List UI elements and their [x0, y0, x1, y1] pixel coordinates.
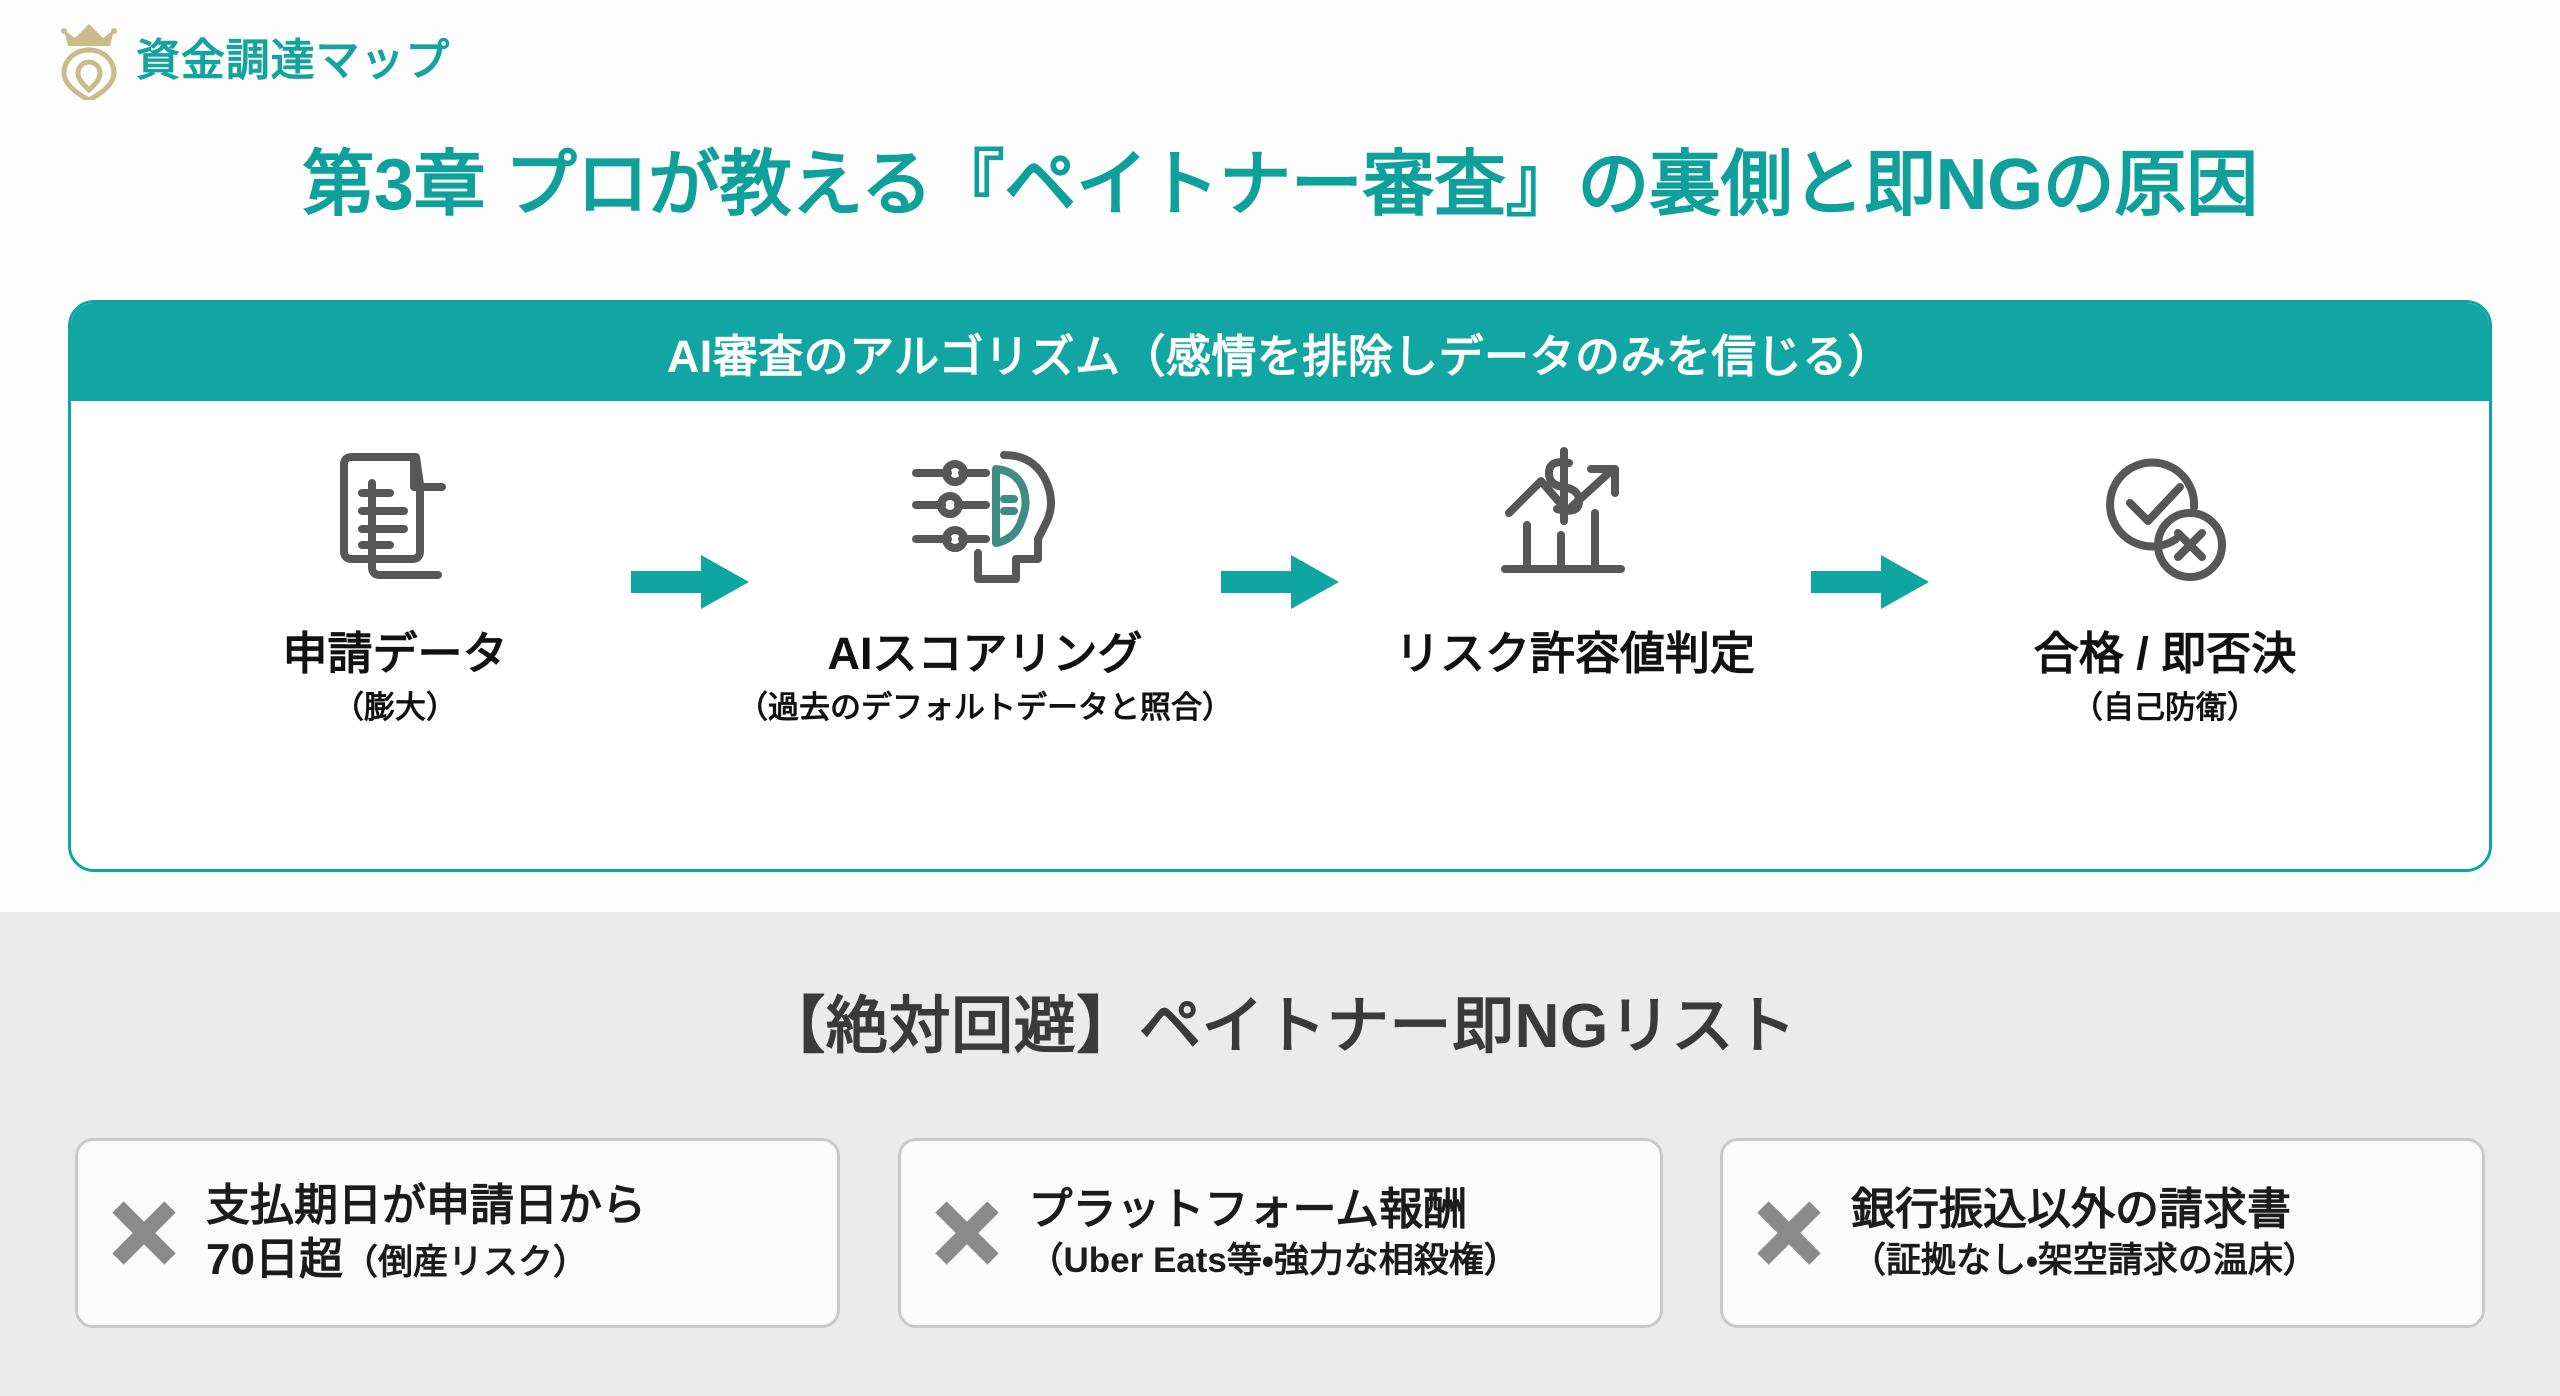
flow-step-1: 申請データ （膨大）	[175, 401, 615, 725]
flow-step-2-sub: （過去のデフォルトデータと照合）	[737, 689, 1233, 725]
x-mark-icon	[931, 1197, 1003, 1269]
ng-card-3-line1: 銀行振込以外の請求書	[1851, 1185, 2291, 1235]
ng-card-3[interactable]: 銀行振込以外の請求書 （証拠なし・架空請求の温床）	[1720, 1138, 2485, 1328]
ng-card-1-line1: 支払期日が申請日から	[206, 1181, 646, 1231]
ai-head-brain-icon	[900, 447, 1070, 595]
check-cross-circles-icon	[2090, 447, 2240, 595]
x-mark-icon	[108, 1197, 180, 1269]
ng-card-2[interactable]: プラットフォーム報酬 （Uber Eats等・強力な相殺権）	[897, 1138, 1663, 1328]
flow-step-3-label: リスク許容値判定	[1394, 628, 1755, 679]
flow-step-3: リスク許容値判定	[1355, 401, 1795, 691]
flow-step-1-label: 申請データ	[282, 628, 508, 679]
ng-card-list: 支払期日が申請日から 70日超（倒産リスク） プラットフォーム報酬 （Uber …	[75, 1138, 2485, 1328]
ng-list-title: 【絶対回避】ペイトナー即NGリスト	[763, 992, 1797, 1061]
flow-step-4-label: 合格 / 即否決	[2033, 628, 2297, 679]
flow-arrow-2	[1205, 401, 1355, 611]
ng-card-1-line2-strong: 70日超	[206, 1235, 343, 1284]
ng-card-1-text: 支払期日が申請日から 70日超（倒産リスク）	[206, 1179, 646, 1286]
flow-step-4-sub: （自己防衛）	[2072, 689, 2258, 725]
ng-card-2-line1: プラットフォーム報酬	[1028, 1185, 1468, 1235]
algorithm-panel-header-text: AI審査のアルゴリズム（感情を排除しデータのみを信じる）	[666, 330, 1894, 382]
algorithm-panel-header: AI審査のアルゴリズム（感情を排除しデータのみを信じる）	[71, 303, 2489, 401]
ng-card-3-text: 銀行振込以外の請求書 （証拠なし・架空請求の温床）	[1851, 1183, 2318, 1282]
ng-card-3-line2: （証拠なし・架空請求の温床）	[1851, 1240, 2318, 1280]
ng-card-1-line2-small: （倒産リスク）	[342, 1243, 588, 1282]
flow-step-1-sub: （膨大）	[333, 689, 457, 725]
flow-step-4: 合格 / 即否決 （自己防衛）	[1945, 401, 2385, 725]
x-mark-icon	[1753, 1197, 1825, 1269]
brand-logo: 資金調達マップ	[58, 22, 450, 100]
crown-pin-icon	[58, 22, 120, 100]
algorithm-panel: AI審査のアルゴリズム（感情を排除しデータのみを信じる） 申請データ	[68, 300, 2492, 872]
brand-name: 資金調達マップ	[136, 36, 451, 85]
flow-arrow-3	[1795, 401, 1945, 611]
flow-step-2-label: AIスコアリング	[827, 628, 1143, 679]
ng-card-1[interactable]: 支払期日が申請日から 70日超（倒産リスク）	[75, 1138, 840, 1328]
document-stack-icon	[320, 447, 470, 595]
flow-arrow-1	[615, 401, 765, 611]
growth-chart-dollar-icon	[1495, 447, 1655, 595]
flow-step-2: AIスコアリング （過去のデフォルトデータと照合）	[737, 401, 1233, 725]
ng-card-2-text: プラットフォーム報酬 （Uber Eats等・強力な相殺権）	[1029, 1183, 1519, 1282]
ng-card-2-line2: （Uber Eats等・強力な相殺権）	[1028, 1240, 1519, 1280]
ng-card-1-line2: 70日超（倒産リスク）	[206, 1233, 646, 1287]
algorithm-flow: 申請データ （膨大）	[71, 401, 2489, 869]
page-title: 第3章 プロが教える『ペイトナー審査』の裏側と即NGの原因	[302, 145, 2258, 225]
